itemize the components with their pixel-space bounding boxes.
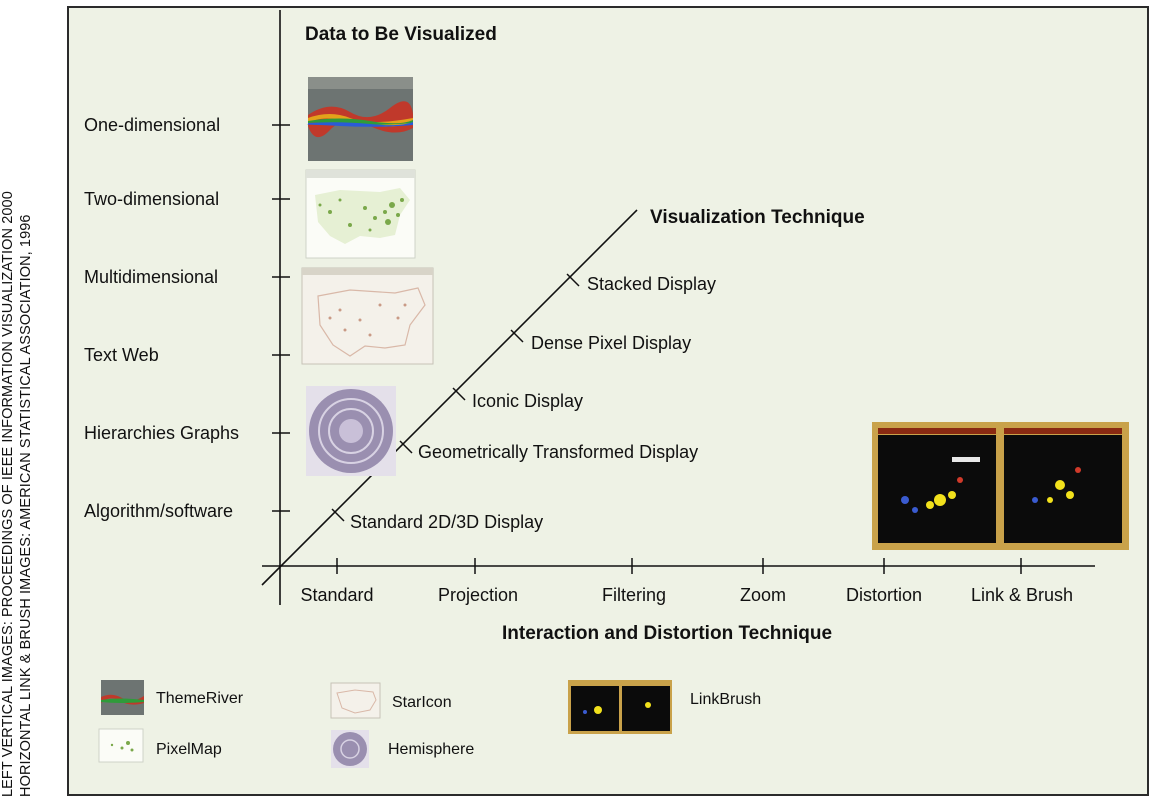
legend-label: StarIcon [392, 694, 452, 711]
legend-label: Hemisphere [388, 741, 474, 758]
interaction-label: Distortion [846, 585, 922, 605]
vis-technique-label: Iconic Display [472, 391, 583, 411]
hemisphere-thumbnail [306, 386, 396, 476]
legend-label: ThemeRiver [156, 690, 244, 707]
interaction-label: Standard [300, 585, 373, 605]
data-type-label: Algorithm/software [84, 501, 233, 521]
pixelmap-legend-icon [98, 728, 144, 763]
vis-technique-label: Stacked Display [587, 274, 716, 294]
themeriver-legend-icon [101, 680, 144, 715]
interaction-label: Filtering [602, 585, 666, 605]
vis-technique-label: Geometrically Transformed Display [418, 442, 698, 462]
data-type-label: Hierarchies Graphs [84, 423, 239, 443]
data-type-label: Two-dimensional [84, 189, 219, 209]
legend-label: PixelMap [156, 741, 222, 758]
vertical-ticks [272, 124, 290, 512]
hemisphere-legend-icon [331, 730, 369, 768]
data-type-label: Multidimensional [84, 267, 218, 287]
pixelmap-thumbnail [305, 169, 416, 259]
interaction-label: Projection [438, 585, 518, 605]
legend-label: LinkBrush [690, 691, 761, 708]
horizontal-ticks [336, 558, 1022, 574]
diagonal-ticks [331, 273, 580, 522]
data-type-label: One-dimensional [84, 115, 220, 135]
diagonal-axis-title: Visualization Technique [650, 207, 865, 228]
diagonal-axis [261, 209, 638, 586]
interaction-label: Link & Brush [971, 585, 1073, 605]
interaction-label: Zoom [740, 585, 786, 605]
staricon-thumbnail [301, 267, 434, 365]
themeriver-thumbnail [306, 77, 413, 161]
vis-technique-label: Standard 2D/3D Display [350, 512, 543, 532]
horizontal-axis-title: Interaction and Distortion Technique [502, 623, 832, 644]
staricon-legend-icon [330, 682, 381, 719]
data-type-label: Text Web [84, 345, 159, 365]
vertical-axis-title: Data to Be Visualized [305, 24, 497, 45]
legend: ThemeRiver PixelMap StarIcon Hemisphere [98, 680, 761, 768]
linkbrush-legend-icon [568, 680, 672, 734]
diagram-panel [67, 6, 1149, 796]
linkbrush-thumbnail [872, 422, 1129, 550]
vis-technique-label: Dense Pixel Display [531, 333, 691, 353]
